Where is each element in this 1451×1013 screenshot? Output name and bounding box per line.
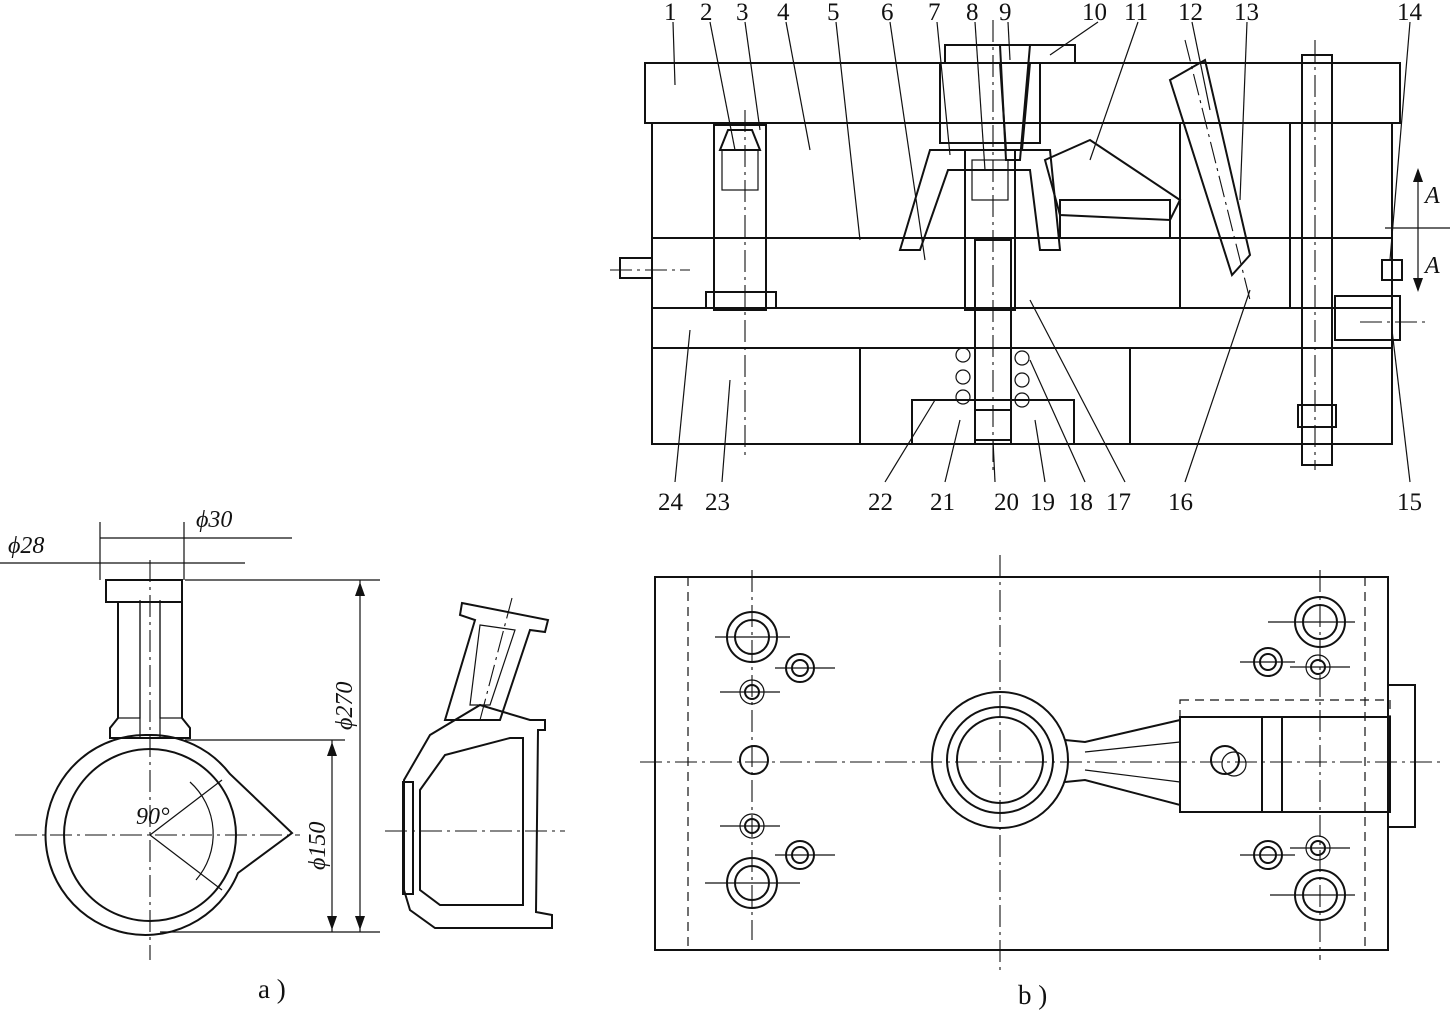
part-number-1: 1 [664, 0, 677, 26]
part-number-23: 23 [705, 489, 730, 516]
part-number-5: 5 [827, 0, 840, 26]
part-number-8: 8 [966, 0, 979, 26]
part-number-10: 10 [1082, 0, 1107, 26]
side-view [385, 597, 565, 929]
figure-a: 90° ϕ28 ϕ30 ϕ270 ϕ150 [0, 507, 565, 1004]
part-number-14: 14 [1397, 0, 1423, 26]
section-label-top: A [1423, 183, 1440, 209]
dimension-lines: ϕ28 ϕ30 ϕ270 ϕ150 [0, 507, 380, 933]
leader-lines-bottom [674, 289, 1411, 483]
part-number-17: 17 [1106, 489, 1131, 516]
part-number-13: 13 [1234, 0, 1259, 26]
section-label-bottom: A [1423, 253, 1440, 279]
part-number-19: 19 [1030, 489, 1055, 516]
part-number-7: 7 [928, 0, 941, 26]
caption-b: b ) [1018, 980, 1047, 1010]
part-number-20: 20 [994, 489, 1019, 516]
part-number-22: 22 [868, 489, 893, 516]
caption-a: a ) [258, 974, 286, 1004]
part-number-3: 3 [736, 0, 749, 26]
figure-b: A A [610, 0, 1450, 1010]
dim-d28: ϕ28 [8, 533, 44, 559]
front-view: 90° [15, 560, 300, 960]
dim-d30: ϕ30 [196, 507, 232, 533]
part-numbers-bottom: 24 23 22 21 20 19 18 17 16 15 [658, 489, 1422, 516]
dim-d270: ϕ270 [332, 682, 358, 730]
part-number-15: 15 [1397, 489, 1422, 516]
part-number-4: 4 [777, 0, 790, 26]
part-number-2: 2 [700, 0, 713, 26]
part-number-18: 18 [1068, 489, 1093, 516]
part-number-12: 12 [1178, 0, 1203, 26]
part-number-11: 11 [1124, 0, 1148, 26]
part-number-9: 9 [999, 0, 1012, 26]
angle-label: 90° [136, 804, 170, 830]
part-number-21: 21 [930, 489, 955, 516]
part-number-24: 24 [658, 489, 684, 516]
section-view: A A [610, 0, 1450, 516]
dim-d150: ϕ150 [305, 822, 331, 870]
hole-centre-marks [705, 621, 1355, 896]
leader-lines-top [672, 21, 1411, 261]
part-number-6: 6 [881, 0, 894, 26]
part-numbers-top: 1 2 3 4 5 6 7 8 9 10 11 12 13 14 [664, 0, 1423, 26]
part-number-16: 16 [1168, 489, 1193, 516]
plan-view [640, 555, 1440, 970]
